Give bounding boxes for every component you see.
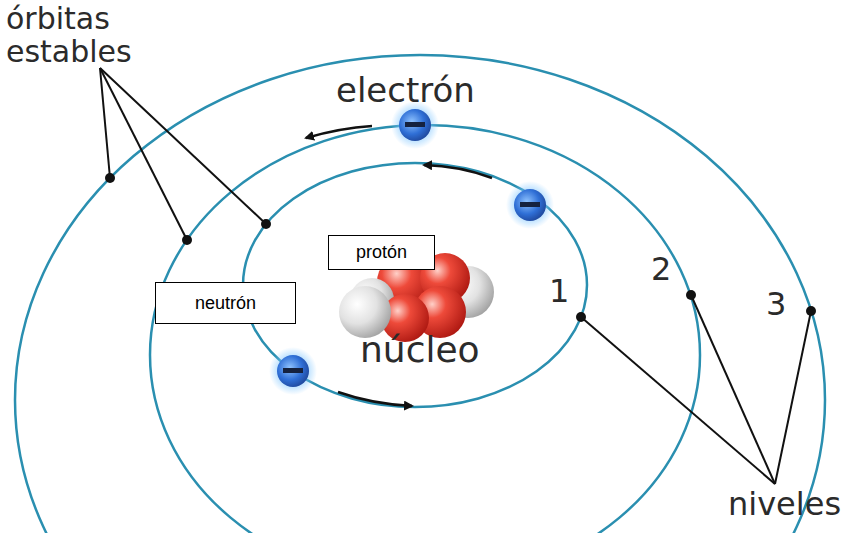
proton-box: protón [328, 235, 435, 270]
callout-number: 1 [549, 274, 569, 309]
direction-arrow [424, 165, 492, 178]
direction-arrow [338, 392, 412, 406]
leader-line [100, 68, 266, 240]
nucleus-label: núcleo [360, 330, 480, 370]
orbit-label: órbitas estables [6, 2, 156, 68]
electron-label: electrón [336, 72, 475, 109]
electron [269, 347, 317, 395]
callout-number: 2 [651, 252, 671, 287]
callout-number: 3 [766, 287, 786, 322]
leader-line [581, 295, 811, 484]
orbit [15, 55, 825, 533]
node-text: neutrón [195, 293, 256, 314]
leader-dot [105, 173, 271, 245]
direction-arrow [306, 126, 372, 138]
levels-label: niveles [728, 487, 841, 522]
electron [506, 181, 554, 229]
orbit [150, 125, 700, 533]
neutron-box: neutrón [155, 282, 296, 324]
node-text: protón [356, 242, 407, 263]
